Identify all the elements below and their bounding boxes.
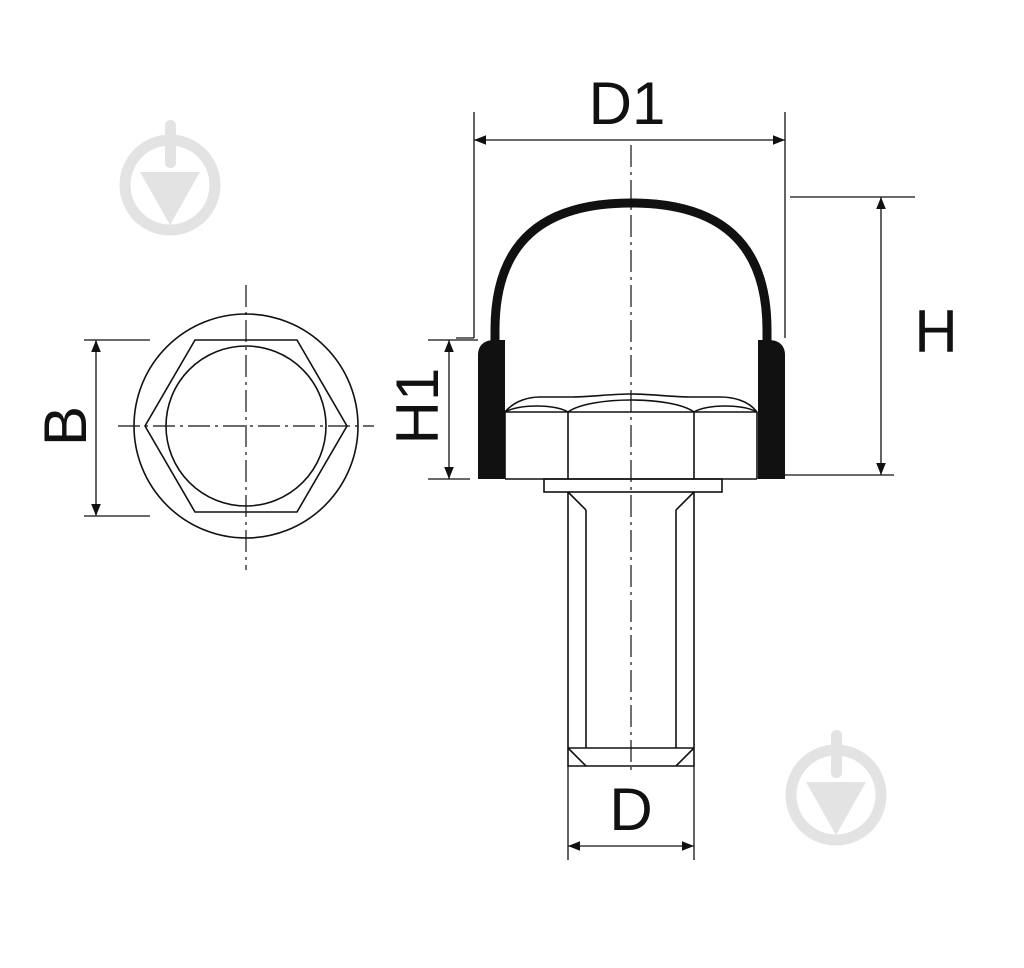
side-view: D1 H H1 D [384,70,958,860]
top-view: B [32,285,374,570]
dim-d-label: D [609,776,652,843]
dim-d1-label: D1 [589,70,666,137]
watermark-logo-top-left [119,120,221,236]
dim-h-label: H [914,298,957,365]
cap-dome [490,198,772,345]
cap-left-wall [478,340,505,479]
bolt-shank [567,491,695,767]
dim-b-label: B [32,406,99,446]
flange [543,478,723,493]
dim-h1-label: H1 [384,368,451,445]
cap-right-wall [758,340,785,479]
watermark-logo-bottom-right [785,730,887,846]
